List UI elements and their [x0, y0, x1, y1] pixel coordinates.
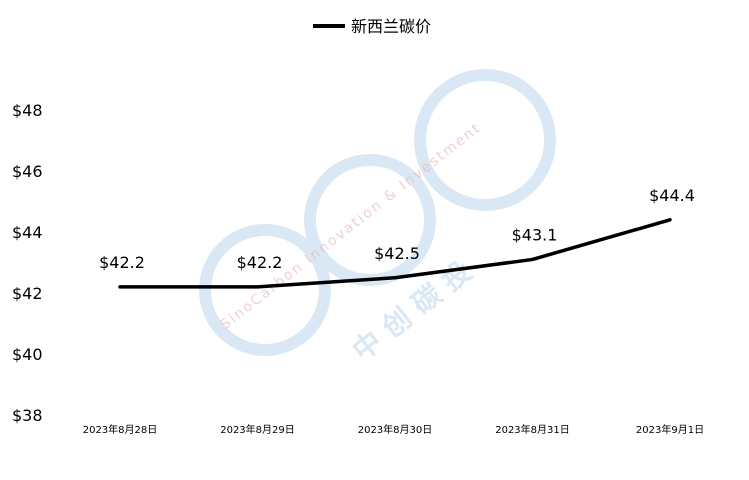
data-label: $42.2: [237, 253, 283, 272]
data-label: $42.5: [374, 244, 420, 263]
data-label: $44.4: [649, 186, 695, 205]
data-point: [531, 257, 534, 261]
watermark-brand-text: 中 创 碳 投: [346, 255, 478, 368]
x-tick-label: 2023年8月28日: [83, 423, 158, 436]
x-tick-label: 2023年8月31日: [495, 423, 570, 436]
watermark-ring-left: [199, 224, 331, 356]
data-labels: $42.2 $42.2 $42.5 $43.1 $44.4: [99, 186, 695, 272]
series-layer: [118, 218, 672, 289]
y-tick-label: $40: [12, 345, 43, 364]
x-tick-label: 2023年9月1日: [636, 423, 704, 436]
data-label: $42.2: [99, 253, 145, 272]
data-point: [393, 276, 397, 280]
y-tick-label: $42: [12, 284, 43, 303]
legend-label: 新西兰碳价: [351, 17, 431, 36]
y-axis: $38 $40 $42 $44 $46 $48: [12, 101, 43, 425]
legend: 新西兰碳价: [313, 17, 431, 36]
x-tick-label: 2023年8月30日: [358, 423, 433, 436]
y-tick-label: $48: [12, 101, 43, 120]
watermark-ring-right: [414, 69, 556, 211]
y-tick-label: $44: [12, 223, 43, 242]
y-tick-label: $38: [12, 406, 43, 425]
data-point: [668, 218, 672, 222]
x-tick-label: 2023年8月29日: [220, 423, 295, 436]
y-tick-label: $46: [12, 162, 43, 181]
data-label: $43.1: [512, 225, 558, 244]
data-point: [118, 285, 122, 289]
watermark-logo: SinoCarbon Innovation & Investment 中 创 碳…: [199, 69, 556, 368]
x-axis: 2023年8月28日 2023年8月29日 2023年8月30日 2023年8月31日…: [83, 423, 704, 436]
data-point: [256, 285, 259, 289]
